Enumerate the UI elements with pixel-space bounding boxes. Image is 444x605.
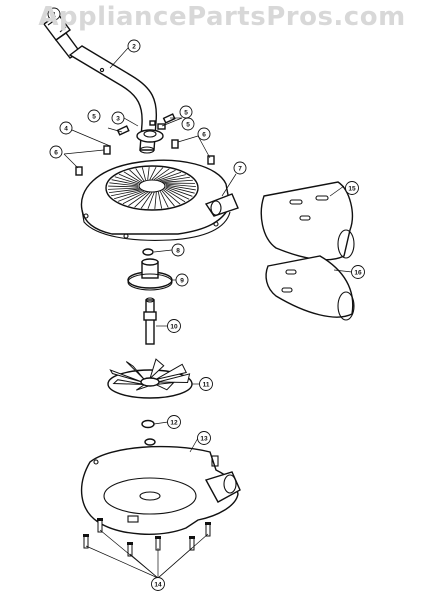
callout-7: 7 [234,162,246,174]
callout-5c: 5 [182,118,194,130]
part-bearing-hub [128,259,172,290]
callout-14: 14 [152,578,165,591]
part-impeller [108,359,192,398]
callout-6b-label: 6 [202,131,206,138]
part-flat-nozzle [261,182,354,260]
callout-5b-label: 5 [184,109,188,116]
callout-9: 9 [176,274,188,286]
callout-2-label: 2 [132,43,136,50]
callout-3-label: 3 [116,115,120,122]
callout-9-label: 9 [180,277,184,284]
callout-16: 16 [352,266,365,279]
callout-6a: 6 [50,146,62,158]
part-nut-lower [142,421,155,446]
callout-11-label: 11 [203,381,210,388]
callout-14-label: 14 [154,581,162,588]
callout-5a-label: 5 [92,113,96,120]
callout-4-label: 4 [64,125,68,132]
callout-13: 13 [198,432,211,445]
callout-16-label: 16 [354,269,362,276]
callout-8: 8 [172,244,184,256]
callout-4: 4 [60,122,72,134]
callout-12-label: 12 [170,419,178,426]
callout-8-label: 8 [176,247,180,254]
callout-15-label: 15 [348,185,356,192]
callout-2: 2 [128,40,140,52]
watermark: AppliancePartsPros.com [0,2,444,32]
part-shaft [144,298,156,344]
part-upper-housing [81,160,238,240]
part-nut [143,249,153,255]
callout-5b: 5 [180,106,192,118]
callout-15: 15 [346,182,359,195]
callout-6b: 6 [198,128,210,140]
callout-12: 12 [168,416,181,429]
callout-7-label: 7 [238,165,242,172]
callout-3: 3 [112,112,124,124]
callout-6a-label: 6 [54,149,58,156]
callout-10-label: 10 [170,323,178,330]
callout-5c-label: 5 [186,121,190,128]
callout-10: 10 [168,320,181,333]
callout-11: 11 [200,378,213,391]
callout-5a: 5 [88,110,100,122]
part-lower-housing [82,447,240,535]
callout-13-label: 13 [200,435,208,442]
part-round-nozzle [266,256,354,320]
